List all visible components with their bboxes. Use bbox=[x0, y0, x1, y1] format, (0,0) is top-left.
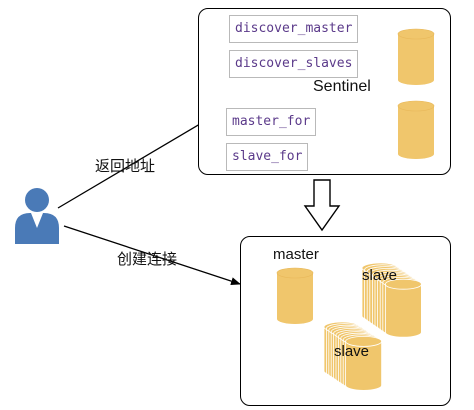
slave-label: slave bbox=[362, 267, 398, 284]
slave-database-icon bbox=[345, 335, 383, 391]
command-master-for: master_for bbox=[226, 108, 317, 136]
command-discover-slaves: discover_slaves bbox=[229, 50, 359, 78]
master-label: master bbox=[273, 246, 319, 263]
slave-label: slave bbox=[334, 343, 370, 360]
edge-label-return-address: 返回地址 bbox=[95, 157, 156, 175]
sentinel-database-icon bbox=[397, 28, 435, 85]
edge-label-create-connection: 创建连接 bbox=[117, 250, 178, 268]
sentinel-database-icon bbox=[397, 100, 435, 159]
slave-database-icon bbox=[384, 278, 422, 338]
edge-client-to-redis bbox=[63, 225, 241, 285]
hollow-down-arrow-icon bbox=[303, 179, 341, 232]
command-discover-master: discover_master bbox=[229, 15, 359, 43]
sentinel-label: Sentinel bbox=[313, 78, 371, 95]
command-slave-for: slave_for bbox=[226, 143, 309, 171]
user-icon bbox=[15, 188, 59, 244]
master-database-icon bbox=[276, 267, 314, 324]
